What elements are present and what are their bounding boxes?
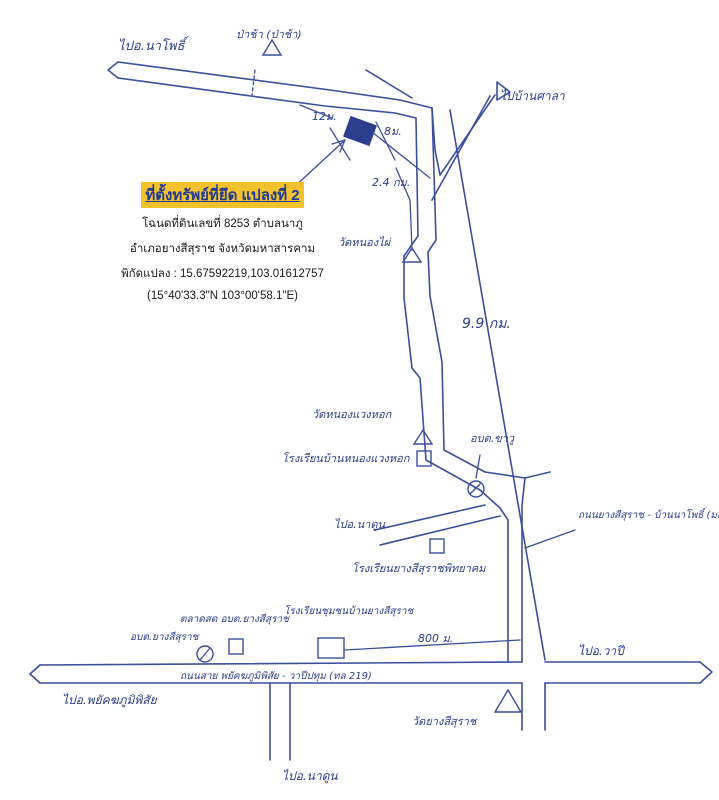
parcel-info-box: ที่ตั้งทรัพย์ที่ยึด แปลงที่ 2 โฉนดที่ดิน… xyxy=(100,182,345,302)
label-to-phayakkhaphum: ไปอ.พยัคฆภูมิพิสัย xyxy=(62,693,158,708)
office-circle-icon xyxy=(467,480,485,498)
label-road-yangsisurat: ถนนยางสีสุราช - บ้านนาโพธิ์ (มค.3011) xyxy=(578,507,719,521)
district-province: อำเภอยางสีสุราช จังหวัดมหาสารคาม xyxy=(129,243,316,255)
label-school-yangsisurat: โรงเรียนยางสีสุราชพิทยาคม xyxy=(352,562,486,575)
parcel-title: ที่ตั้งทรัพย์ที่ยึด แปลงที่ 2 xyxy=(141,182,304,208)
road-to-na-pho xyxy=(107,61,433,119)
parcel-coordinates: พิกัดแปลง : 15.67592219,103.01612757 xyxy=(121,268,324,280)
temple-icon xyxy=(261,38,283,56)
label-dist-8m: 8ม. xyxy=(384,125,402,138)
school-icon xyxy=(317,637,345,659)
main-highway xyxy=(29,661,713,684)
label-cemetery: ป่าช้า (ป่าช้า) xyxy=(236,28,302,41)
label-to-na-dun-left: ไปอ.นาดูน xyxy=(334,518,385,531)
temple-icon xyxy=(412,428,434,445)
label-dist-12m: 12ม. xyxy=(312,110,337,123)
label-district-office: อบต.ยางสีสุราช xyxy=(130,631,200,643)
office-icon xyxy=(228,638,244,655)
road-branch-left xyxy=(374,504,486,531)
road-to-ban-sala xyxy=(365,69,511,201)
label-school-ban-yangsisurat: โรงเรียนชุมชนบ้านยางสีสุราช xyxy=(284,605,414,617)
label-temple-nongphai: วัดหนองไผ่ xyxy=(338,236,392,249)
label-dist-2-4km: 2.4 กม. xyxy=(372,176,410,189)
roads-south xyxy=(269,682,546,761)
label-to-ban-sala: ไปบ้านศาลา xyxy=(500,89,566,103)
label-main-road: ถนนสาย พยัคฆภูมิพิสัย - วาปีปทุม (ทล 219… xyxy=(180,670,372,682)
label-to-na-pho: ไปอ.นาโพธิ์ xyxy=(118,36,189,54)
label-market: ตลาดสด อบต.ยางสีสุราช xyxy=(180,613,290,625)
cemetery-dash xyxy=(251,69,256,96)
label-dist-800m: 800 ม. xyxy=(418,632,453,645)
school-icon xyxy=(429,538,445,554)
label-school-nonghuaphanpok: โรงเรียนบ้านหนองแวงหอก xyxy=(282,452,411,465)
label-sao-chang: อบต.ขาวู xyxy=(470,432,515,445)
parcel-marker xyxy=(343,115,377,147)
label-to-wapi: ไปอ.วาปี xyxy=(578,644,626,658)
market-circle-icon xyxy=(196,645,214,663)
label-dist-9-9km: 9.9 กม. xyxy=(462,316,511,332)
temple-icon xyxy=(493,688,523,713)
label-to-na-dun: ไปอ.นาดูน xyxy=(282,769,338,784)
school-icon xyxy=(416,450,432,467)
label-temple-nonghuaphanpok: วัดหนองแวงหอก xyxy=(312,408,393,421)
road-9-9km xyxy=(449,109,546,661)
temple-icon xyxy=(401,246,423,263)
parcel-coordinates-dms: (15°40'33.3"N 103°00'58.1"E) xyxy=(147,290,298,302)
road-branch-left-lower xyxy=(379,515,501,546)
label-temple-yangsisurat: วัดยางสีสุราช xyxy=(412,715,478,728)
deed-number: โฉนดที่ดินเลขที่ 8253 ตำบลนาภู xyxy=(142,218,303,230)
road-north-south xyxy=(403,107,551,663)
